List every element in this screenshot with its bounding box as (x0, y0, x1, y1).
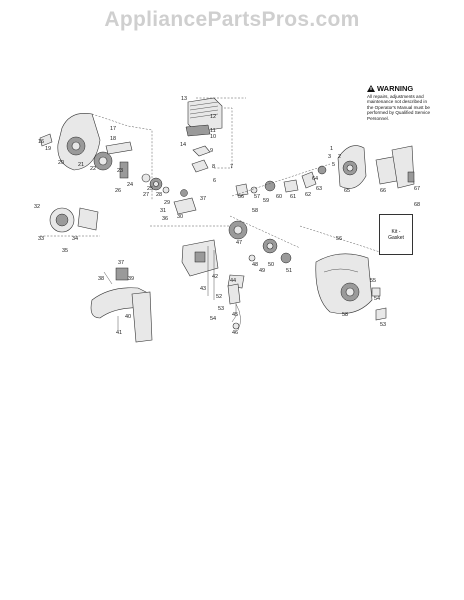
svg-text:42: 42 (212, 274, 218, 280)
svg-text:68: 68 (414, 202, 420, 208)
svg-text:65: 65 (344, 188, 350, 194)
svg-text:3: 3 (328, 154, 331, 160)
svg-text:24: 24 (127, 182, 133, 188)
svg-text:41: 41 (116, 330, 122, 336)
starter-housing (39, 113, 153, 200)
svg-text:58: 58 (252, 208, 258, 214)
svg-text:49: 49 (259, 268, 265, 274)
lower-housing (299, 225, 387, 321)
svg-text:37: 37 (200, 196, 206, 202)
svg-text:59: 59 (263, 198, 269, 204)
warning-line: maintenance not described in (367, 99, 428, 105)
callout-labels: 13 12 11 10 14 9 8 6 7 17 18 16 19 20 21… (34, 96, 420, 336)
svg-text:34: 34 (72, 236, 78, 242)
svg-text:20: 20 (58, 160, 64, 166)
svg-text:45: 45 (232, 312, 238, 318)
svg-text:9: 9 (210, 148, 213, 154)
gear-head (337, 145, 415, 189)
svg-text:2: 2 (338, 154, 341, 160)
svg-text:39: 39 (128, 276, 134, 282)
svg-text:30: 30 (177, 214, 183, 220)
svg-text:54: 54 (210, 316, 216, 322)
svg-text:58: 58 (342, 312, 348, 318)
warning-title: WARNING (367, 84, 457, 93)
svg-text:55: 55 (370, 278, 376, 284)
svg-text:6: 6 (213, 178, 216, 184)
svg-text:1: 1 (330, 146, 333, 152)
warning-title-text: WARNING (377, 84, 414, 93)
crank-assembly (150, 189, 230, 300)
svg-text:23: 23 (117, 168, 123, 174)
svg-text:67: 67 (414, 186, 420, 192)
svg-text:37: 37 (118, 260, 124, 266)
svg-text:25: 25 (147, 186, 153, 192)
cylinder-assembly (185, 97, 246, 173)
svg-text:52: 52 (216, 294, 222, 300)
svg-text:66: 66 (380, 188, 386, 194)
svg-text:60: 60 (276, 194, 282, 200)
svg-text:54: 54 (374, 296, 380, 302)
svg-text:18: 18 (110, 136, 116, 142)
pulley-cluster (93, 141, 170, 194)
kit-label-line1: Kit - (391, 228, 401, 235)
handle-assembly (90, 267, 153, 343)
warning-line: All repairs, adjustments and (367, 94, 424, 99)
svg-text:62: 62 (305, 192, 311, 198)
svg-text:61: 61 (290, 194, 296, 200)
svg-text:5: 5 (332, 162, 335, 168)
warning-triangle-icon (367, 85, 375, 92)
svg-text:11: 11 (210, 128, 216, 134)
svg-text:56: 56 (336, 236, 342, 242)
svg-text:36: 36 (162, 216, 168, 222)
svg-text:22: 22 (90, 166, 96, 172)
kit-label-line2: Gasket (388, 234, 404, 241)
recoil-starter (40, 207, 100, 237)
svg-text:28: 28 (156, 192, 162, 198)
drive-row (231, 163, 331, 197)
svg-text:38: 38 (98, 276, 104, 282)
svg-text:29: 29 (164, 200, 170, 206)
svg-text:53: 53 (380, 322, 386, 328)
svg-text:35: 35 (62, 248, 68, 254)
kit-gasket-box: Kit - Gasket (379, 214, 413, 255)
svg-text:26: 26 (115, 188, 121, 194)
svg-text:53: 53 (218, 306, 224, 312)
svg-text:47: 47 (236, 240, 242, 246)
svg-text:63: 63 (316, 186, 322, 192)
svg-text:14: 14 (180, 142, 186, 148)
svg-text:43: 43 (200, 286, 206, 292)
watermark: AppliancePartsPros.com (104, 8, 360, 31)
svg-text:16: 16 (38, 139, 44, 145)
svg-text:48: 48 (252, 262, 258, 268)
svg-text:12: 12 (210, 114, 216, 120)
warning-line: Personnel. (367, 115, 389, 121)
clutch-series (227, 215, 301, 323)
svg-text:8: 8 (212, 164, 215, 170)
svg-text:44: 44 (230, 278, 236, 284)
svg-text:64: 64 (312, 176, 318, 182)
svg-text:7: 7 (230, 164, 233, 170)
spark-parts (227, 283, 241, 331)
svg-text:10: 10 (210, 134, 216, 140)
svg-text:13: 13 (181, 96, 187, 102)
svg-text:19: 19 (45, 146, 51, 152)
svg-text:21: 21 (78, 162, 84, 168)
svg-text:56: 56 (238, 194, 244, 200)
warning-body: All repairs, adjustments and maintenance… (367, 94, 457, 121)
svg-text:50: 50 (268, 262, 274, 268)
svg-text:31: 31 (160, 208, 166, 214)
warning-notice: WARNING All repairs, adjustments and mai… (367, 84, 457, 121)
svg-text:57: 57 (254, 194, 260, 200)
warning-line: the Operator's Manual must be (367, 104, 430, 110)
svg-text:51: 51 (286, 268, 292, 274)
warning-line: performed by Qualified Service (367, 110, 431, 116)
svg-text:40: 40 (125, 314, 131, 320)
svg-text:46: 46 (232, 330, 238, 336)
svg-text:17: 17 (110, 126, 116, 132)
svg-text:27: 27 (143, 192, 149, 198)
svg-text:32: 32 (34, 204, 40, 210)
svg-text:33: 33 (38, 236, 44, 242)
